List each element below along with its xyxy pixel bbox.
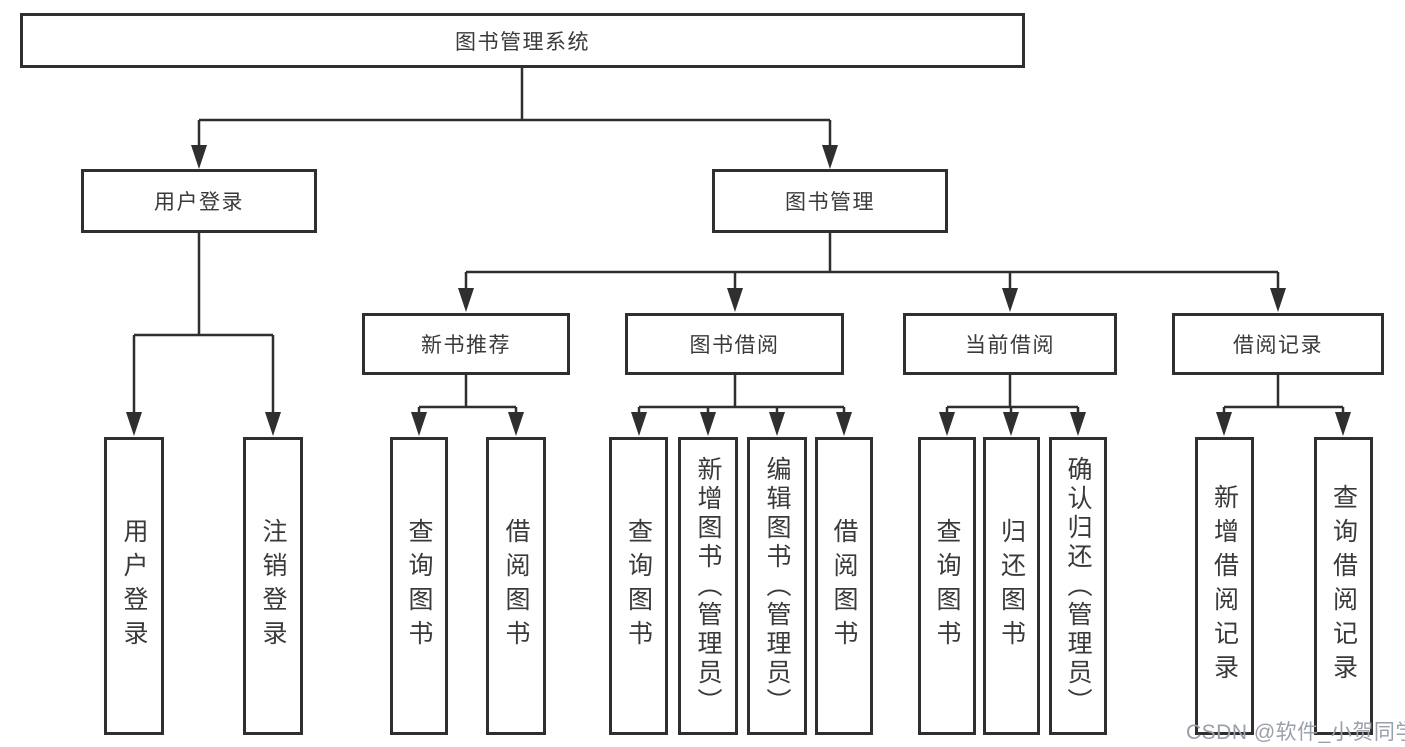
csdn-watermark: CSDN @软件_小贺同学 xyxy=(1186,721,1405,744)
leaf-query-borrow-record: 查询借阅记录 xyxy=(1314,437,1373,735)
node-current-borrow: 当前借阅 xyxy=(903,313,1117,375)
node-book-management: 图书管理 xyxy=(712,169,948,233)
leaf-borrow-books-recommend: 借阅图书 xyxy=(486,437,546,735)
leaf-query-books-borrow: 查询图书 xyxy=(609,437,668,735)
node-book-borrow: 图书借阅 xyxy=(625,313,844,375)
leaf-user-login: 用户登录 xyxy=(104,437,164,735)
node-user-login: 用户登录 xyxy=(81,169,317,233)
node-new-book-recommend: 新书推荐 xyxy=(362,313,570,375)
leaf-logout: 注销登录 xyxy=(243,437,303,735)
leaf-add-borrow-record: 新增借阅记录 xyxy=(1195,437,1254,735)
leaf-query-books-current: 查询图书 xyxy=(918,437,976,735)
leaf-return-books: 归还图书 xyxy=(983,437,1040,735)
leaf-edit-books-admin: 编辑图书（管理员） xyxy=(747,437,807,735)
node-borrow-records: 借阅记录 xyxy=(1172,313,1384,375)
leaf-query-books-recommend: 查询图书 xyxy=(390,437,448,735)
leaf-confirm-return-admin: 确认归还（管理员） xyxy=(1049,437,1107,735)
node-root: 图书管理系统 xyxy=(20,13,1025,68)
arrowheads xyxy=(126,145,1351,436)
leaf-borrow-books: 借阅图书 xyxy=(815,437,873,735)
leaf-add-books-admin: 新增图书（管理员） xyxy=(678,437,738,735)
